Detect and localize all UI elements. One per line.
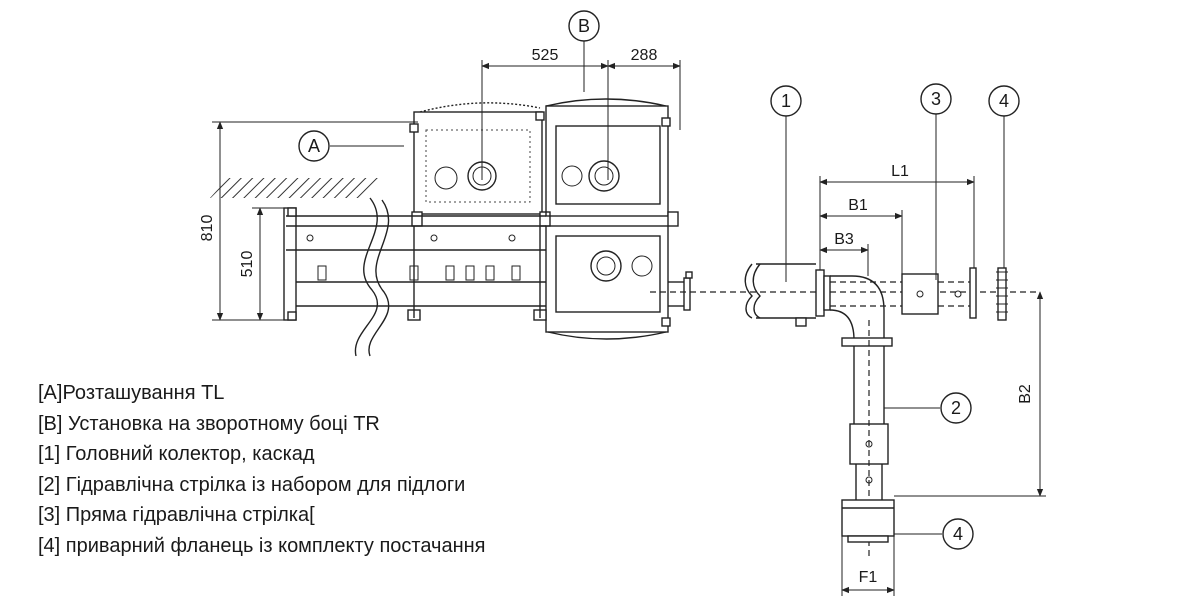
boiler-right-upper xyxy=(545,98,679,227)
callout-1-label: 1 xyxy=(781,91,791,111)
dimension-lines xyxy=(212,60,1046,596)
dim-B2-label: B2 xyxy=(1017,384,1034,404)
dim-510-label: 510 xyxy=(239,251,256,278)
dim-L1-label: L1 xyxy=(891,163,909,180)
weld-flange-top xyxy=(996,267,1008,321)
callout-3-circle xyxy=(920,83,952,115)
legend-item-A: [A]Розташування TL xyxy=(38,382,225,404)
callout-A-circle xyxy=(298,130,330,162)
callout-4-bottom-label: 4 xyxy=(953,524,963,544)
wall-hatch xyxy=(210,178,380,198)
boiler-outlet-flange xyxy=(668,271,693,311)
callout-4-top-circle xyxy=(988,85,1020,117)
dim-288-label: 288 xyxy=(631,47,658,64)
frame-rack xyxy=(283,207,547,321)
dim-B1-label: B1 xyxy=(848,197,868,214)
callout-2-circle xyxy=(940,392,972,424)
callout-2-label: 2 xyxy=(951,398,961,418)
legend-item-4: [4] приварний фланець із комплекту поста… xyxy=(38,534,486,557)
callout-4-top-label: 4 xyxy=(999,91,1009,111)
callout-1-circle xyxy=(770,85,802,117)
dim-B3-label: B3 xyxy=(834,231,854,248)
hydraulic-header-straight xyxy=(830,267,977,319)
legend-item-1: [1] Головний колектор, каскад xyxy=(38,443,315,465)
dim-525-label: 525 xyxy=(532,47,559,64)
callout-B-label: B xyxy=(578,16,590,36)
boiler-right-lower xyxy=(545,225,671,340)
callout-leaders xyxy=(330,40,1005,535)
callout-4-bottom-circle xyxy=(942,518,974,550)
dim-810-label: 810 xyxy=(199,215,216,242)
dim-F1-label: F1 xyxy=(859,569,878,586)
callout-B-circle xyxy=(568,10,600,42)
legend-item-3: [3] Пряма гідравлічна стрілка[ xyxy=(38,504,315,526)
callout-A-label: A xyxy=(308,136,320,156)
legend-item-2: [2] Гідравлічна стрілка із набором для п… xyxy=(38,473,466,496)
main-collector xyxy=(744,263,831,327)
hydraulic-header-floor xyxy=(829,275,895,560)
break-line-right xyxy=(368,199,390,357)
legend-item-B: [B] Установка на зворотному боці TR xyxy=(38,412,380,435)
legend: [A]Розташування TL [B] Установка на звор… xyxy=(38,378,598,561)
boiler-left xyxy=(409,102,551,227)
break-line-left xyxy=(354,197,379,357)
callout-3-label: 3 xyxy=(931,89,941,109)
